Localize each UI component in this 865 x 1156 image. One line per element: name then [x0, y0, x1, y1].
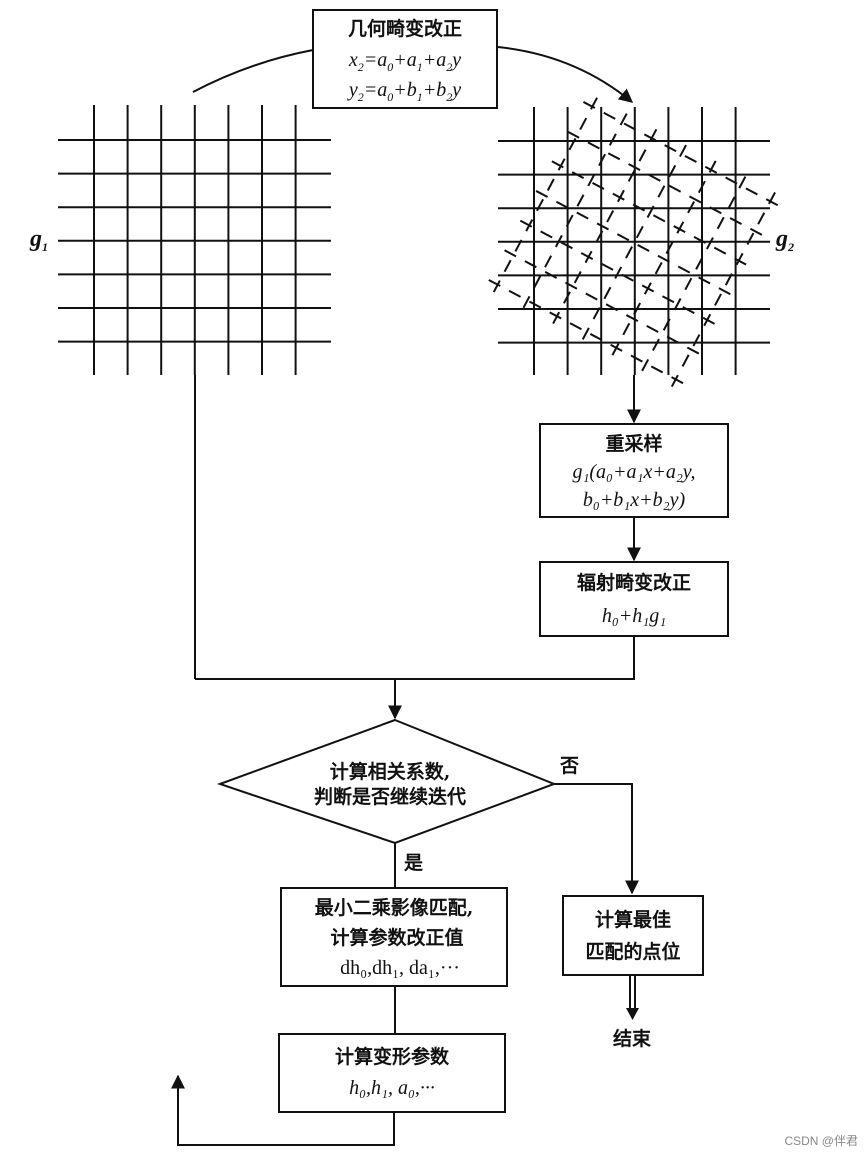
resample-formula-line1: g₁(a₀+a₁x+a₂y, — [572, 461, 695, 483]
merge-connector — [195, 636, 635, 680]
best-match-line1: 计算最佳 — [595, 908, 671, 931]
resample-box: 重采样 g₁(a₀+a₁x+a₂y, b₀+b₁x+b₂y) — [539, 423, 729, 518]
radiometric-title: 辐射畸变改正 — [577, 571, 691, 594]
geometric-equation-x: x2=a0+a1+a2y — [348, 49, 461, 74]
arc-left-connector — [192, 49, 314, 93]
lsm-line2: 计算参数改正值 — [330, 926, 463, 949]
deform-line1: 计算变形参数 — [335, 1045, 450, 1068]
yes-label: 是 — [404, 852, 423, 874]
watermark: CSDN @伴君 — [784, 1134, 858, 1148]
distorted-grid-line — [670, 191, 776, 389]
deform-line2: h₀,h₁, a₀,··· — [349, 1077, 435, 1099]
distorted-grid-line — [567, 130, 764, 237]
arc-right-arrow — [497, 46, 634, 103]
geometric-correction-box: 几何畸变改正 x2=a0+a1+a2y y2=a0+b1+b2y — [312, 9, 498, 109]
lsm-line1: 最小二乘影像匹配, — [315, 896, 474, 919]
distorted-grid-line — [610, 160, 717, 358]
loop-back-arrow — [171, 1074, 395, 1146]
distorted-grid-line — [492, 97, 598, 295]
geometric-equation-y: y2=a0+b1+b2y — [347, 79, 461, 104]
distorted-grid-line — [582, 101, 780, 207]
radiometric-formula: h₀+h₁g₁ — [602, 605, 666, 627]
grid-label-g2: g2 — [775, 226, 794, 254]
distorted-grid-line — [504, 249, 701, 356]
end-arrow-head — [626, 1008, 639, 1020]
decision-line2: 判断是否继续迭代 — [314, 785, 466, 808]
distorted-grid-line — [640, 176, 747, 373]
distorted-grid-line — [551, 128, 658, 326]
grid-label-g1: g1 — [29, 226, 48, 254]
grid-g2 — [498, 107, 770, 375]
end-label: 结束 — [613, 1027, 652, 1050]
no-branch-arrow — [554, 783, 639, 895]
decision-diamond: 计算相关系数, 判断是否继续迭代 — [216, 718, 557, 845]
distorted-grid-line — [581, 144, 687, 342]
distorted-grid-line — [535, 190, 733, 296]
distorted-grid-line — [551, 160, 749, 267]
distorted-grid-line — [519, 219, 717, 326]
lsm-line3: dh₀,dh₁, da₁,··· — [340, 957, 460, 979]
geometric-correction-title: 几何畸变改正 — [348, 17, 462, 40]
distorted-grid-line — [488, 279, 686, 385]
grid-g2-distorted-overlay — [488, 97, 780, 389]
resample-formula-line2: b₀+b₁x+b₂y) — [583, 489, 686, 511]
best-match-box: 计算最佳 匹配的点位 — [562, 895, 704, 976]
resample-title: 重采样 — [605, 432, 662, 455]
least-squares-matching-box: 最小二乘影像匹配, 计算参数改正值 dh₀,dh₁, da₁,··· — [280, 887, 508, 987]
grid-g1 — [58, 105, 331, 375]
deformation-parameters-box: 计算变形参数 h₀,h₁, a₀,··· — [278, 1033, 506, 1113]
no-label: 否 — [559, 755, 579, 777]
distorted-grid-line — [521, 113, 628, 310]
decision-line1: 计算相关系数, — [330, 760, 451, 783]
radiometric-correction-box: 辐射畸变改正 h₀+h₁g₁ — [539, 561, 729, 637]
best-match-line2: 匹配的点位 — [585, 940, 680, 963]
